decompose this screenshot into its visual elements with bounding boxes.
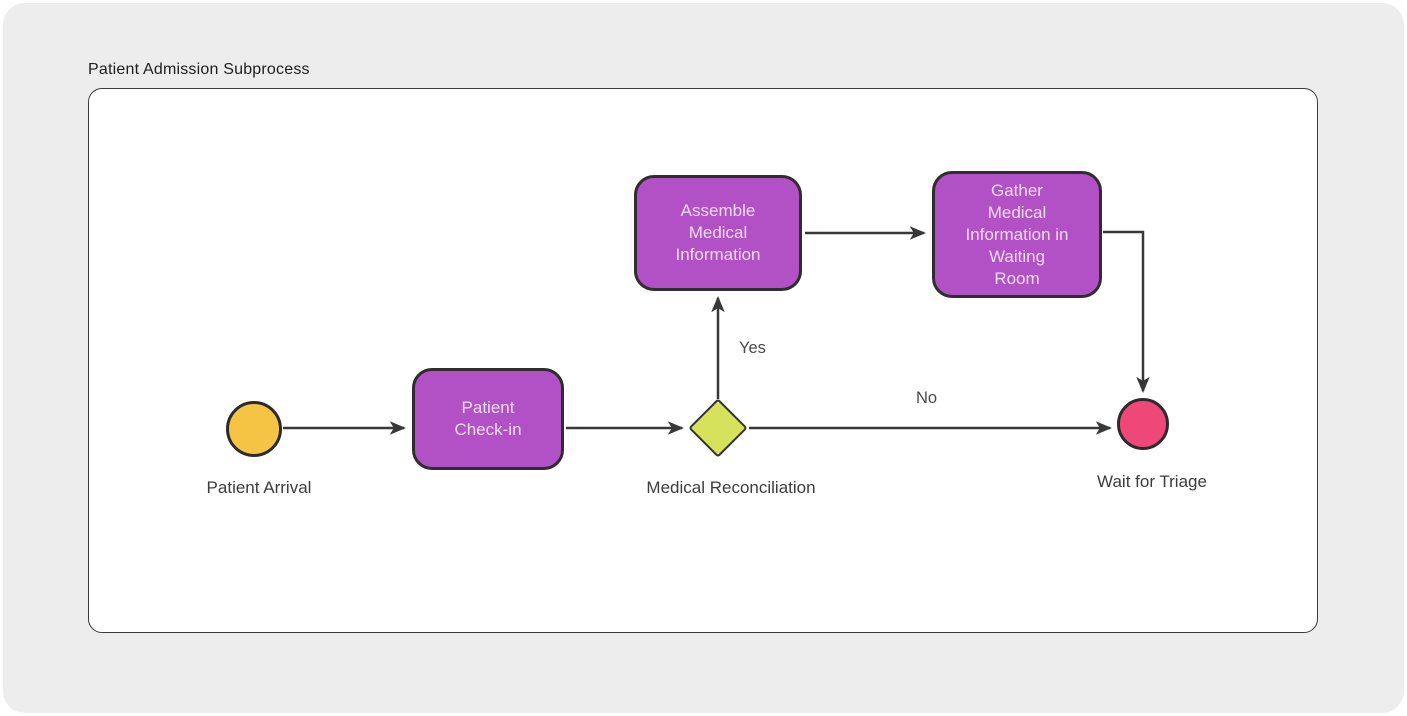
start-event-patient-arrival[interactable]	[226, 401, 282, 457]
task-gather-medical-information[interactable]: Gather Medical Information in Waiting Ro…	[932, 171, 1102, 298]
task-patient-check-in[interactable]: Patient Check-in	[412, 368, 564, 470]
task-assemble-medical-information[interactable]: Assemble Medical Information	[634, 175, 802, 291]
edge-label-no: No	[916, 389, 938, 407]
diagram-title: Patient Admission Subprocess	[88, 61, 310, 78]
edge-label-yes: Yes	[739, 339, 766, 357]
end-event-label: Wait for Triage	[1097, 472, 1207, 491]
start-event-label: Patient Arrival	[206, 478, 312, 497]
end-event-wait-for-triage[interactable]	[1117, 398, 1169, 450]
gateway-label: Medical Reconciliation	[646, 478, 816, 497]
subprocess-frame	[88, 88, 1318, 633]
task-patient-check-in-label: Patient Check-in	[454, 398, 522, 439]
task-assemble-label: Assemble Medical Information	[675, 201, 761, 264]
task-gather-label: Gather Medical Information in Waiting Ro…	[965, 180, 1069, 288]
